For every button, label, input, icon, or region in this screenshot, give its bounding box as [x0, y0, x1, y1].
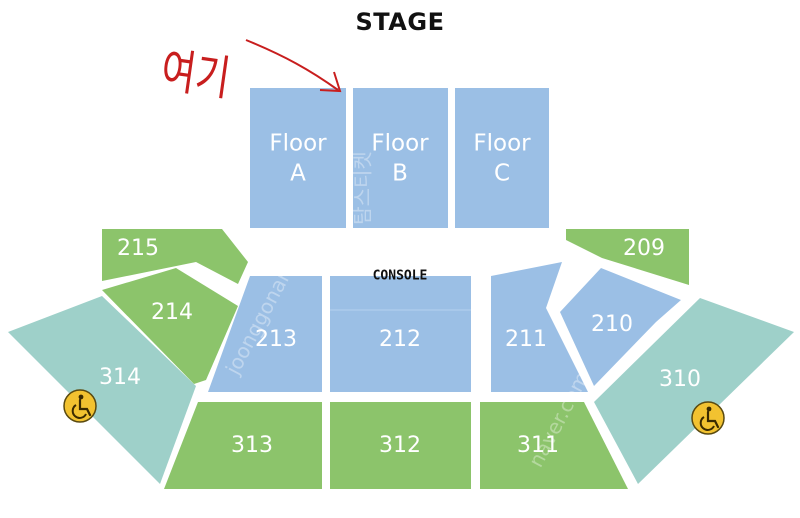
- section-312[interactable]: 312: [330, 402, 471, 489]
- console-label: CONSOLE: [373, 269, 428, 284]
- handwritten-annotation: 여기: [158, 43, 234, 108]
- floor-c-section[interactable]: Floor C: [455, 88, 549, 228]
- arrow-icon: [245, 39, 342, 93]
- wheelchair-icon: [63, 389, 97, 423]
- section-313[interactable]: 313: [164, 402, 322, 489]
- stage-label: STAGE: [355, 8, 445, 36]
- watermark-text: 탐스티켓: [351, 151, 375, 225]
- floor-a-section[interactable]: Floor A: [250, 88, 346, 228]
- section-209[interactable]: 209: [566, 229, 689, 285]
- wheelchair-icon: [691, 401, 725, 435]
- section-212[interactable]: 212: [330, 276, 471, 392]
